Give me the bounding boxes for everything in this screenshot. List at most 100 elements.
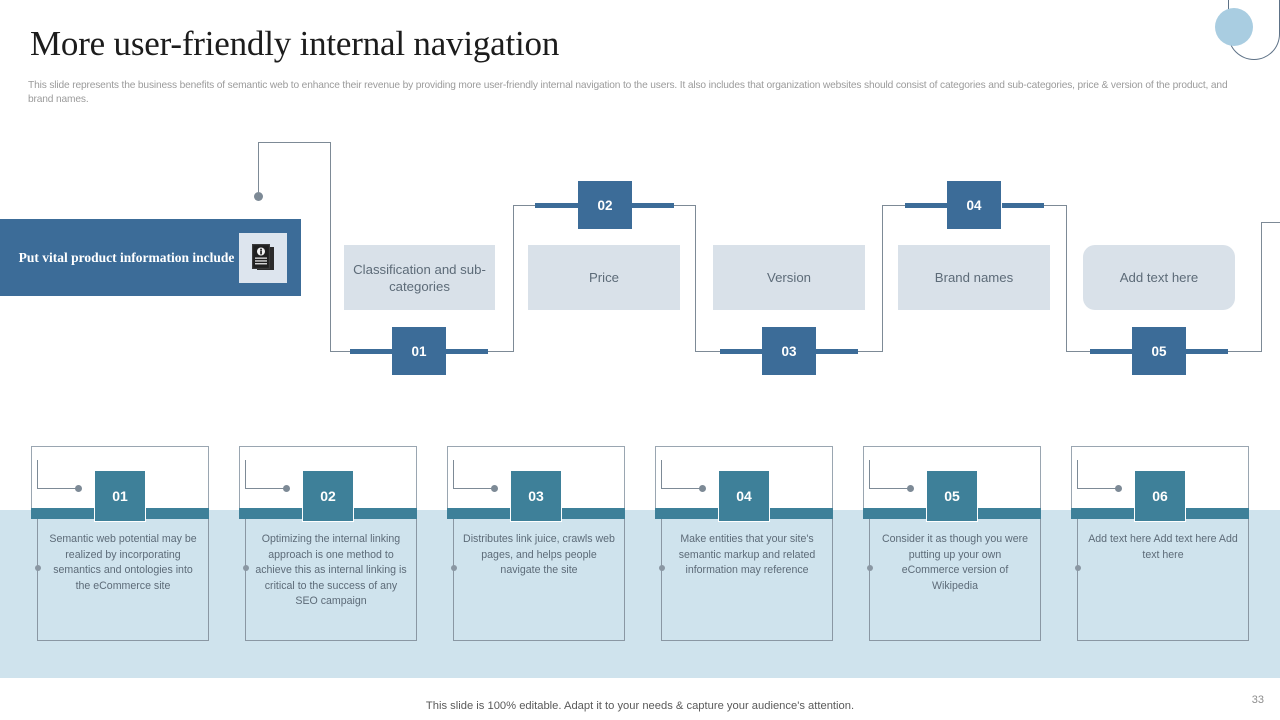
flow-box-label: Add text here: [1119, 270, 1199, 285]
card-badge-number: 05: [944, 488, 960, 504]
card-body-dot: [242, 565, 249, 571]
card-pointer-line: [1077, 488, 1117, 489]
connector-line: [1261, 222, 1280, 223]
flow-badge-number: 02: [597, 197, 613, 213]
card-body-dot: [34, 565, 41, 571]
flow-badge-01[interactable]: 01: [392, 327, 446, 375]
connector-line: [513, 205, 514, 352]
page-title: More user-friendly internal navigation: [30, 24, 560, 63]
list-item[interactable]: 04 Make entities that your site's semant…: [655, 446, 833, 644]
card-text: Distributes link juice, crawls web pages…: [463, 533, 615, 576]
connector-line: [695, 205, 696, 352]
card-text: Add text here Add text here Add text her…: [1088, 533, 1238, 561]
list-item[interactable]: 05 Consider it as though you were puttin…: [863, 446, 1041, 644]
card-body: Make entities that your site's semantic …: [658, 519, 833, 641]
flow-badge-02[interactable]: 02: [578, 181, 632, 229]
document-info-icon: [239, 232, 287, 283]
bottom-band: [0, 510, 1280, 678]
connector-line: [258, 142, 259, 192]
flow-badge-number: 04: [966, 197, 982, 213]
card-badge-02[interactable]: 02: [302, 470, 354, 522]
footer-note: This slide is 100% editable. Adapt it to…: [425, 700, 855, 712]
badge-stub: [816, 349, 858, 354]
card-badge-01[interactable]: 01: [94, 470, 146, 522]
card-body-dot: [658, 565, 665, 571]
card-pointer-dot: [491, 485, 498, 492]
card-badge-number: 03: [528, 488, 544, 504]
card-badge-05[interactable]: 05: [926, 470, 978, 522]
card-badge-number: 02: [320, 488, 336, 504]
badge-stub: [905, 203, 948, 208]
flow-box-label: Price: [588, 270, 620, 285]
flow-badge-number: 05: [1151, 343, 1167, 359]
badge-stub: [1090, 349, 1133, 354]
card-pointer-line: [453, 488, 493, 489]
flow-box-label: Version: [767, 270, 811, 285]
card-body: Add text here Add text here Add text her…: [1074, 519, 1249, 641]
card-pointer-dot: [75, 485, 82, 492]
page-number: 33: [1251, 694, 1264, 706]
connector-line: [330, 142, 331, 352]
flow-badge-03[interactable]: 03: [762, 327, 816, 375]
flow-badge-number: 01: [411, 343, 427, 359]
card-pointer-line: [37, 488, 77, 489]
list-item[interactable]: 01 Semantic web potential may be realize…: [31, 446, 209, 644]
flow-box-01[interactable]: Classification and sub-categories: [344, 245, 495, 310]
callout-box: Put vital product information include: [0, 219, 301, 296]
card-badge-04[interactable]: 04: [718, 470, 770, 522]
flow-box-label: Brand names: [934, 270, 1014, 285]
flow-box-04[interactable]: Brand names: [898, 245, 1050, 310]
flow-box-05[interactable]: Add text here: [1083, 245, 1235, 310]
card-pointer-line: [245, 460, 246, 489]
list-item[interactable]: 02 Optimizing the internal linking appro…: [239, 446, 417, 644]
flow-box-02[interactable]: Price: [528, 245, 680, 310]
card-body: Semantic web potential may be realized b…: [34, 519, 209, 641]
card-body-dot: [866, 565, 873, 571]
list-item[interactable]: 03 Distributes link juice, crawls web pa…: [447, 446, 625, 644]
card-badge-03[interactable]: 03: [510, 470, 562, 522]
connector-line: [258, 142, 331, 143]
callout-label: Put vital product information include: [18, 249, 235, 265]
card-text: Optimizing the internal linking approach…: [255, 533, 407, 607]
flow-badge-number: 03: [781, 343, 797, 359]
badge-stub: [1002, 203, 1044, 208]
card-badge-06[interactable]: 06: [1134, 470, 1186, 522]
badge-stub: [446, 349, 488, 354]
flow-badge-05[interactable]: 05: [1132, 327, 1186, 375]
flow-box-03[interactable]: Version: [713, 245, 865, 310]
badge-stub: [1186, 349, 1228, 354]
card-pointer-line: [37, 460, 38, 489]
badge-stub: [350, 349, 393, 354]
card-badge-number: 06: [1152, 488, 1168, 504]
page-subtitle: This slide represents the business benef…: [28, 80, 1228, 105]
card-text: Semantic web potential may be realized b…: [49, 533, 197, 592]
card-body: Optimizing the internal linking approach…: [242, 519, 417, 641]
card-pointer-dot: [907, 485, 914, 492]
badge-stub: [535, 203, 578, 208]
card-text: Consider it as though you were putting u…: [881, 533, 1029, 592]
badge-stub: [632, 203, 674, 208]
card-pointer-line: [869, 460, 870, 489]
flow-box-label: Classification and sub-categories: [353, 261, 486, 294]
card-body-dot: [1074, 565, 1081, 571]
badge-stub: [720, 349, 763, 354]
connector-line: [1066, 205, 1067, 352]
flow-badge-04[interactable]: 04: [947, 181, 1001, 229]
card-pointer-line: [245, 488, 285, 489]
card-body: Consider it as though you were putting u…: [866, 519, 1041, 641]
card-badge-number: 04: [736, 488, 752, 504]
card-body: Distributes link juice, crawls web pages…: [450, 519, 625, 641]
decorative-circle: [1215, 8, 1253, 46]
card-pointer-line: [661, 488, 701, 489]
card-pointer-dot: [283, 485, 290, 492]
card-pointer-line: [1077, 460, 1078, 489]
card-badge-number: 01: [112, 488, 128, 504]
card-body-dot: [450, 565, 457, 571]
card-pointer-line: [869, 488, 909, 489]
card-text: Make entities that your site's semantic …: [678, 533, 816, 576]
card-pointer-dot: [1115, 485, 1122, 492]
connector-dot: [254, 192, 263, 201]
connector-line: [882, 205, 883, 352]
list-item[interactable]: 06 Add text here Add text here Add text …: [1071, 446, 1249, 644]
